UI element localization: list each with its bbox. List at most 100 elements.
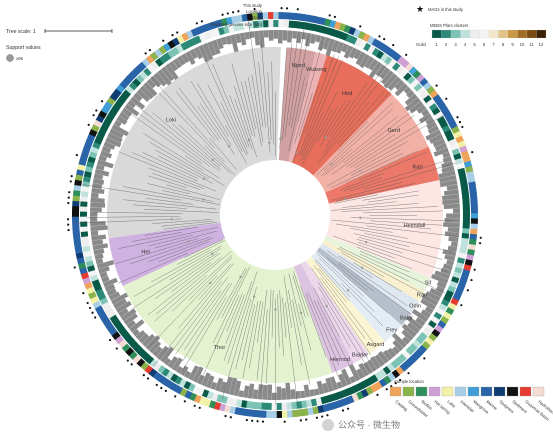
tree-branch xyxy=(241,304,255,361)
location-ring-segment xyxy=(260,410,267,418)
genome-size-bar xyxy=(124,103,140,117)
guild-ring-segment xyxy=(101,301,111,310)
tree-branch xyxy=(342,201,397,208)
support-node xyxy=(170,218,173,221)
location-ring-segment xyxy=(239,407,247,416)
location-ring-segment xyxy=(470,202,478,209)
this-study-marker xyxy=(91,311,94,314)
guild-ring-segment xyxy=(81,185,90,193)
genome-size-bar xyxy=(343,45,354,59)
support-node xyxy=(211,158,215,162)
guild-ring-segment xyxy=(380,53,389,63)
this-study-marker xyxy=(115,347,118,350)
genome-size-bar xyxy=(176,55,186,66)
tree-branch xyxy=(336,223,393,233)
this-study-marker xyxy=(198,406,201,409)
guild-ring-segment xyxy=(149,358,158,368)
tree-branch xyxy=(148,237,214,263)
location-ring-segment xyxy=(148,368,158,378)
tree-branch xyxy=(149,141,225,186)
mags-label: MAGs in this study xyxy=(428,7,464,12)
genome-size-bar xyxy=(103,141,116,150)
genome-size-bar xyxy=(442,156,452,164)
tree-branch xyxy=(142,152,199,179)
guild-ring-segment xyxy=(163,52,172,61)
guild-ring-segment xyxy=(167,49,176,59)
this-study-marker xyxy=(456,116,459,119)
tree-branch xyxy=(366,225,459,237)
this-study-marker xyxy=(75,153,78,157)
ring-label-location: Location xyxy=(246,9,263,14)
location-ring-segment xyxy=(464,259,473,267)
genome-size-bar xyxy=(359,53,371,69)
genome-size-bar xyxy=(394,83,408,97)
this-study-marker xyxy=(226,12,229,15)
genome-size-bar xyxy=(91,187,105,194)
tree-branch xyxy=(277,294,280,348)
genome-size-bar xyxy=(292,30,298,39)
clade-wedge-baldr xyxy=(316,247,411,326)
clade-wedge-gerd xyxy=(313,94,429,193)
guild-ring-segment xyxy=(80,205,88,212)
genome-size-bar xyxy=(317,35,326,51)
guild-ring-segment xyxy=(435,307,445,316)
location-ring-segment xyxy=(298,13,306,22)
guild-ring-segment xyxy=(265,402,272,410)
genome-size-bar xyxy=(374,354,386,367)
tree-branch xyxy=(87,216,180,218)
this-study-marker xyxy=(229,416,232,419)
location-ring-segment xyxy=(220,17,229,27)
location-ring-segment xyxy=(74,179,83,187)
tree-branch xyxy=(362,190,419,201)
location-ring-segment xyxy=(265,410,272,418)
clade-label-frey: Frey xyxy=(386,328,397,334)
genome-size-bar xyxy=(118,111,130,121)
guild-number-12: 12 xyxy=(539,42,544,47)
genome-size-bar xyxy=(133,92,143,102)
location-ring-segment xyxy=(79,266,88,275)
genome-size-bar xyxy=(402,336,411,345)
tree-branch xyxy=(331,182,403,201)
this-study-marker xyxy=(94,316,97,319)
guild-ring-segment xyxy=(122,89,132,98)
location-ring-segment xyxy=(105,322,115,332)
location-ring-segment xyxy=(367,35,376,45)
genome-size-bar xyxy=(90,197,105,204)
location-ring-segment xyxy=(225,16,234,25)
guild-ring-segment xyxy=(230,398,238,407)
guild-ring-segment xyxy=(263,20,269,28)
genome-size-bar xyxy=(252,389,259,400)
genome-size-bar xyxy=(404,97,421,112)
tree-branch xyxy=(334,194,378,204)
tree-branch xyxy=(223,281,253,362)
guild-ring-segment xyxy=(250,401,257,410)
location-ring-segment xyxy=(73,236,81,244)
this-study-marker xyxy=(390,385,393,388)
guild-ring-segment xyxy=(161,367,170,377)
support-node xyxy=(202,177,206,181)
genome-size-bar xyxy=(424,306,434,315)
this-study-marker xyxy=(68,191,71,194)
tree-branch xyxy=(188,257,233,301)
guild-ring-segment xyxy=(171,46,181,56)
clade-label-njord: Njord xyxy=(292,63,305,69)
location-ring-segment xyxy=(319,17,327,26)
guild-ring-segment xyxy=(145,355,155,365)
this-study-marker xyxy=(470,278,473,282)
tree-branch xyxy=(184,283,230,350)
location-ring-segment xyxy=(124,347,135,357)
tree-branch xyxy=(249,300,261,369)
genome-size-bar xyxy=(420,309,432,319)
location-ring-segment xyxy=(106,96,116,106)
genome-size-bar xyxy=(263,30,269,38)
genome-size-bar xyxy=(111,124,129,137)
genome-size-bar xyxy=(277,30,283,44)
genome-size-bar xyxy=(105,136,122,148)
genome-size-bar xyxy=(225,35,233,45)
genome-size-bar xyxy=(427,125,440,135)
support-node xyxy=(202,198,205,201)
support-title: Support values xyxy=(6,45,41,51)
this-study-marker xyxy=(479,236,482,239)
location-ring-segment xyxy=(470,218,478,225)
